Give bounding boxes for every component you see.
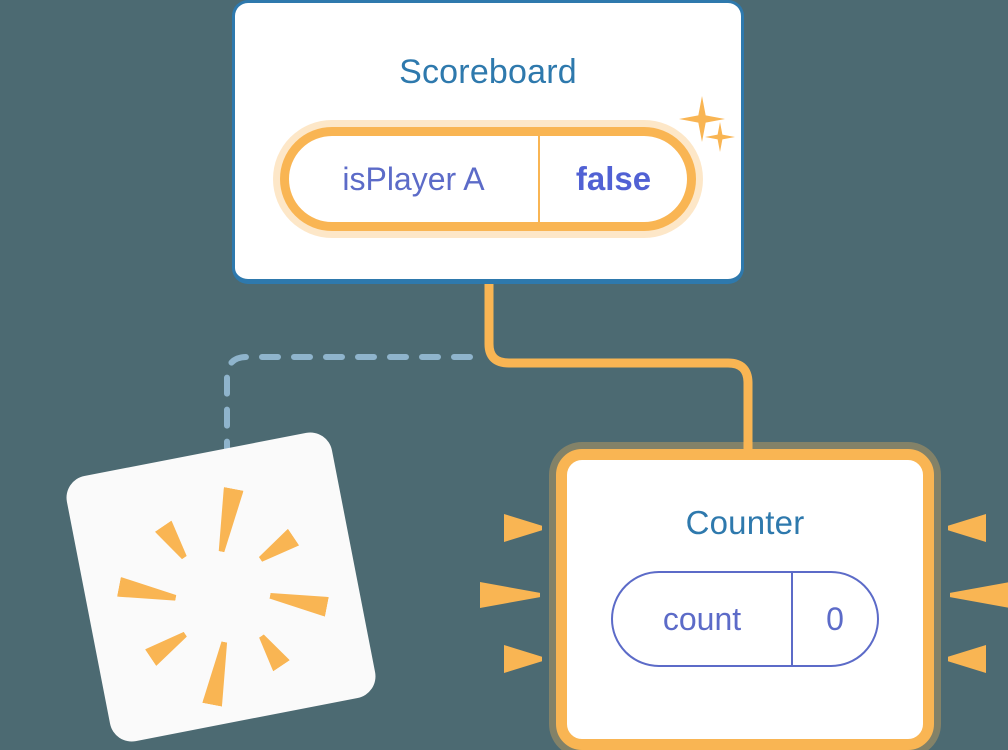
burst-spoke (212, 487, 244, 554)
counter-title: Counter (685, 504, 805, 541)
counter-state-value: 0 (826, 600, 844, 637)
scoreboard-state-pill[interactable]: isPlayer A false (280, 127, 696, 231)
burst-spoke (255, 529, 299, 568)
scoreboard-card[interactable]: Scoreboard isPlayer A false (232, 0, 744, 284)
scoreboard-title: Scoreboard (399, 53, 577, 91)
burst-spoke (117, 577, 178, 608)
counter-state-pill[interactable]: count 0 (611, 571, 879, 667)
burst-spoke (268, 586, 329, 617)
burst-spoke (253, 630, 290, 671)
burst-spoke (145, 626, 191, 666)
dashed-connector-to-blank-card (224, 354, 473, 475)
blank-loading-card[interactable] (62, 428, 380, 746)
burst-spoke (202, 640, 234, 707)
counter-card[interactable]: Counter count 0 (556, 449, 934, 750)
scoreboard-state-key: isPlayer A (289, 136, 540, 222)
counter-pill-wrap: count 0 (567, 571, 923, 667)
scoreboard-pill-wrap: isPlayer A false (235, 127, 741, 231)
solid-connector-to-counter (484, 280, 753, 462)
burst-spoke (155, 521, 193, 564)
scoreboard-state-value: false (575, 160, 652, 197)
counter-state-key: count (613, 573, 793, 665)
